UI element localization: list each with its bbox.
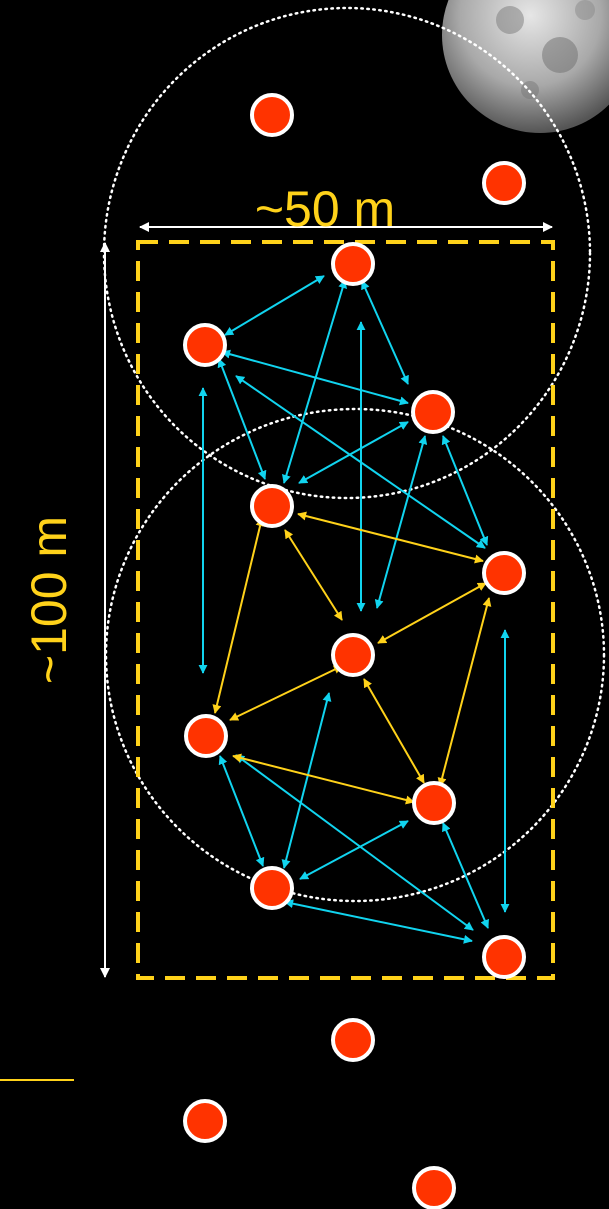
link (285, 530, 342, 620)
node (414, 1168, 454, 1208)
link (364, 679, 424, 783)
link (215, 518, 262, 713)
link (225, 276, 324, 335)
link (220, 756, 263, 866)
link (284, 693, 329, 868)
link (284, 280, 345, 483)
nodes (185, 95, 524, 1208)
node (185, 325, 225, 365)
coverage-circles (104, 8, 604, 901)
link (233, 756, 414, 802)
node (484, 163, 524, 203)
width-label: ~50 m (255, 181, 395, 237)
node (333, 1020, 373, 1060)
link (222, 352, 408, 403)
moon-icon (442, 0, 609, 133)
link (377, 436, 425, 608)
link (443, 436, 487, 545)
node (252, 486, 292, 526)
node (484, 553, 524, 593)
node (252, 95, 292, 135)
height-label: ~100 m (21, 516, 77, 684)
node (252, 868, 292, 908)
node (186, 716, 226, 756)
node (333, 635, 373, 675)
node (414, 783, 454, 823)
node (413, 392, 453, 432)
links-cyan (203, 276, 505, 941)
link (219, 359, 265, 479)
node (333, 244, 373, 284)
link (378, 583, 486, 643)
link (440, 598, 489, 786)
link (230, 666, 342, 720)
link (298, 514, 483, 561)
node (185, 1101, 225, 1141)
node (484, 937, 524, 977)
link (362, 281, 408, 384)
